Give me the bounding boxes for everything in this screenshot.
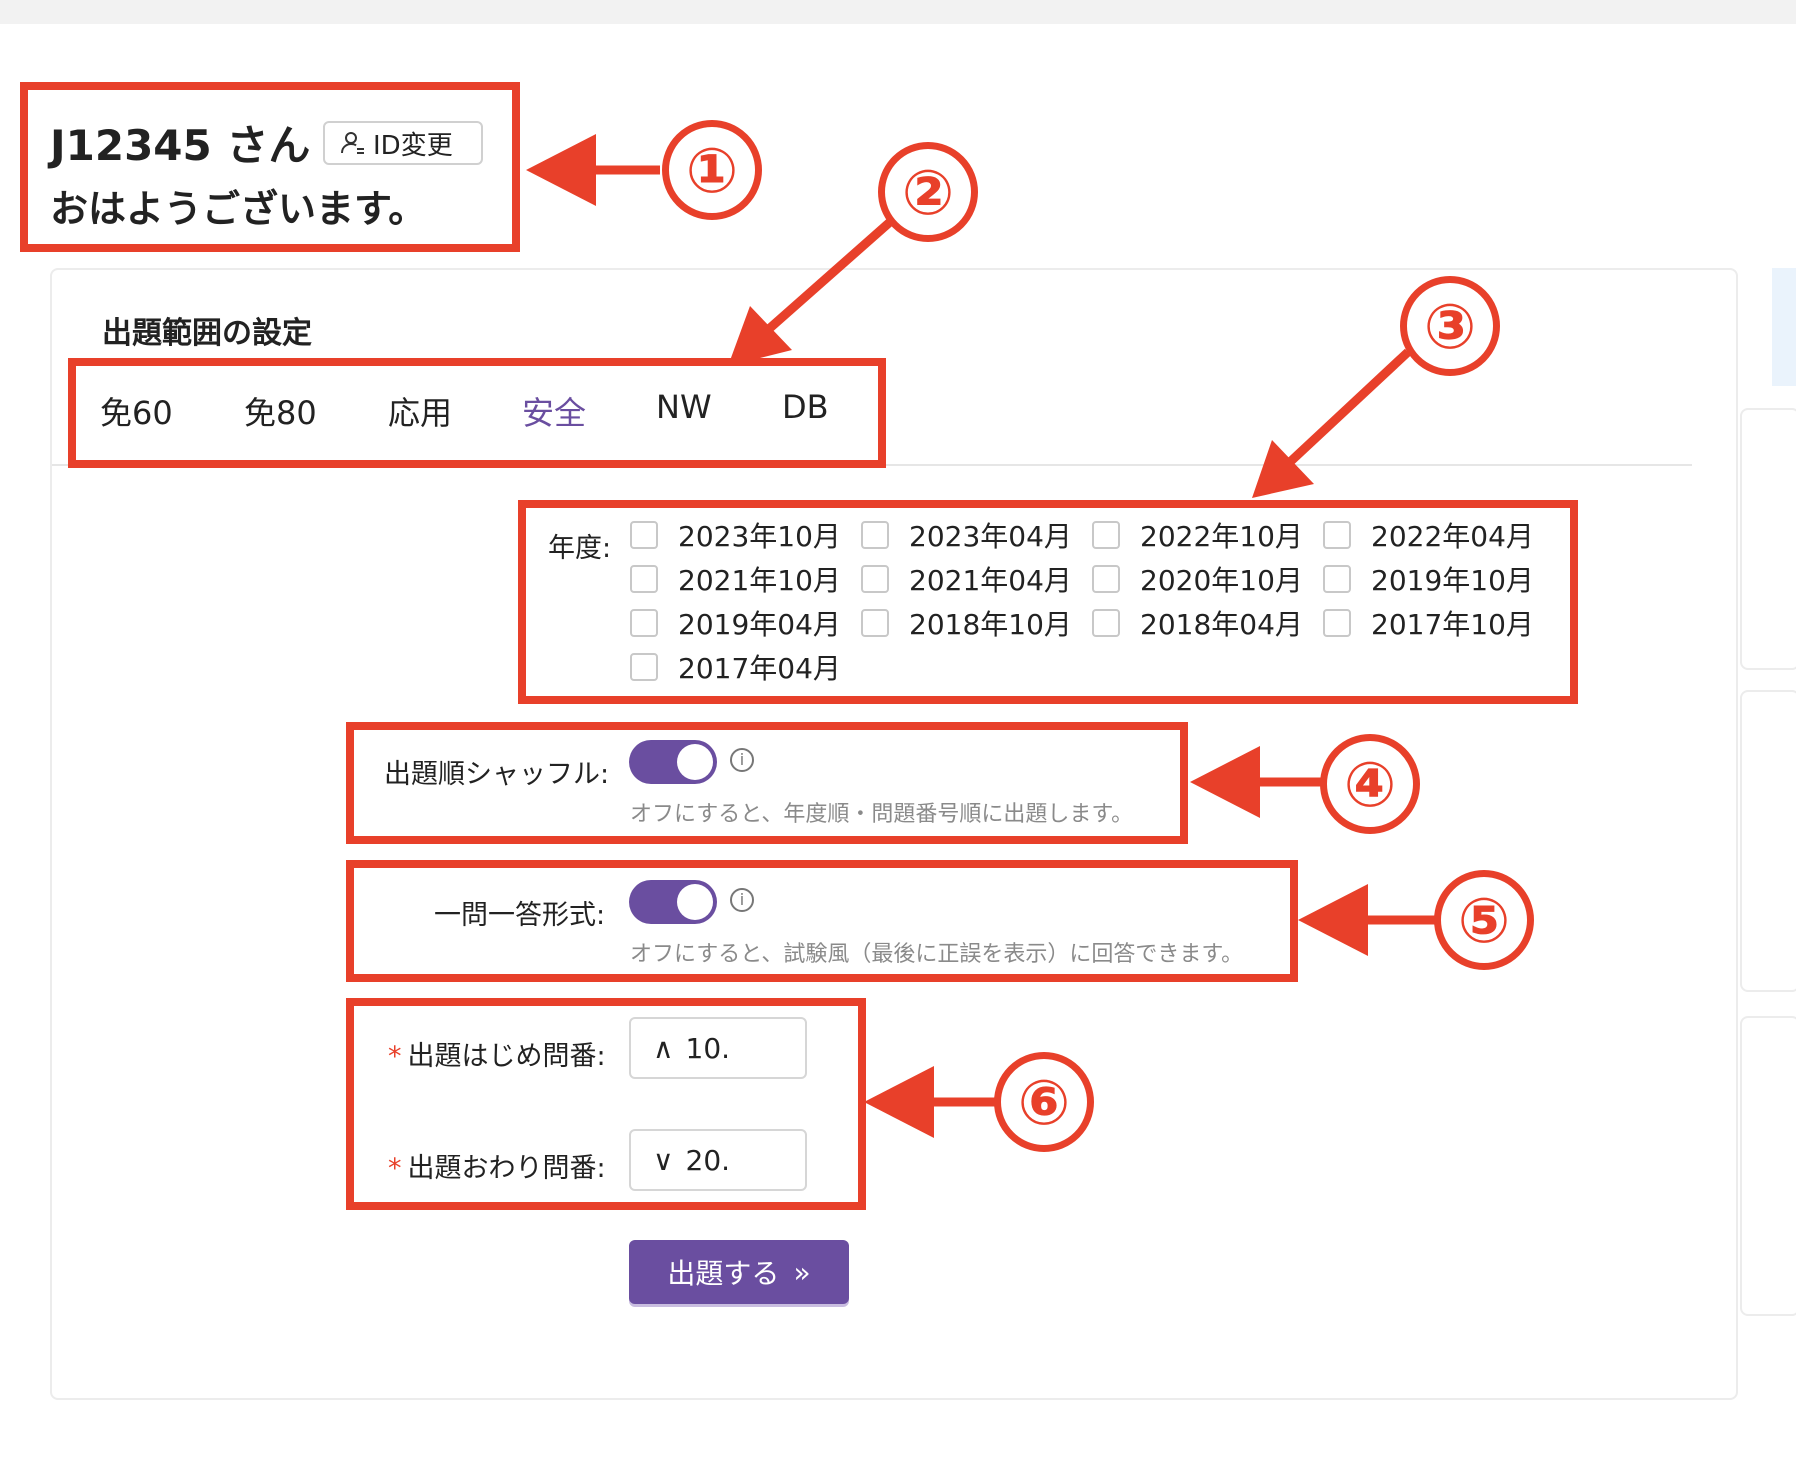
annotation-number-3: ③ [1400, 276, 1500, 376]
annotation-box-4 [346, 722, 1188, 844]
year-checkbox[interactable]: 2022年04月 [1323, 515, 1534, 555]
one-by-one-info-icon[interactable]: i [730, 888, 754, 912]
tab-nw[interactable]: NW [656, 388, 712, 426]
year-text: 2022年04月 [1371, 520, 1534, 553]
year-text: 2023年04月 [909, 520, 1072, 553]
shuffle-help: オフにすると、年度順・問題番号順に出題します。 [630, 802, 1134, 827]
checkbox[interactable] [861, 609, 889, 637]
start-number-label: *出題はじめ問番: [388, 1034, 606, 1073]
top-bar [0, 0, 1796, 24]
year-text: 2021年10月 [678, 564, 841, 597]
settings-card [50, 268, 1738, 1400]
chevron-down-icon[interactable]: ∨ [653, 1143, 674, 1177]
end-number-value: 20. [685, 1143, 731, 1177]
year-text: 2018年04月 [1140, 608, 1303, 641]
checkbox[interactable] [630, 521, 658, 549]
annotation-box-1 [20, 82, 520, 252]
side-card-1 [1740, 408, 1796, 670]
year-text: 2020年10月 [1140, 564, 1303, 597]
side-card-2 [1740, 690, 1796, 992]
end-number-label: *出題おわり問番: [388, 1146, 606, 1185]
required-mark: * [388, 1153, 402, 1184]
shuffle-label: 出題順シャッフル: [384, 759, 610, 790]
end-number-label-text: 出題おわり問番: [407, 1153, 606, 1184]
tab-oyo[interactable]: 応用 [388, 394, 453, 432]
double-chevron-right-icon: » [793, 1255, 811, 1289]
year-checkbox[interactable]: 2017年10月 [1323, 603, 1534, 643]
greeting-message: おはようございます。 [50, 187, 427, 231]
checkbox[interactable] [630, 653, 658, 681]
checkbox[interactable] [630, 609, 658, 637]
shuffle-info-icon[interactable]: i [730, 748, 754, 772]
checkbox[interactable] [861, 521, 889, 549]
start-number-value: 10. [685, 1031, 731, 1065]
toggle-knob [677, 744, 713, 780]
year-text: 2019年10月 [1371, 564, 1534, 597]
tab-menjo80[interactable]: 免80 [244, 394, 317, 432]
tab-menjo60[interactable]: 免60 [100, 394, 173, 432]
annotation-number-4: ④ [1320, 734, 1420, 834]
shuffle-toggle[interactable] [629, 740, 717, 784]
annotation-box-6 [346, 998, 866, 1210]
year-text: 2017年10月 [1371, 608, 1534, 641]
user-name: J12345 さん [50, 121, 311, 170]
one-by-one-toggle[interactable] [629, 880, 717, 924]
toggle-knob [677, 884, 713, 920]
side-panel-top [1772, 268, 1796, 386]
tab-anzen[interactable]: 安全 [522, 394, 587, 432]
tab-db[interactable]: DB [782, 388, 829, 426]
year-checkbox[interactable]: 2018年04月 [1092, 603, 1303, 643]
one-by-one-help: オフにすると、試験風（最後に正誤を表示）に回答できます。 [630, 942, 1244, 967]
id-change-label: ID変更 [373, 130, 453, 161]
end-number-input[interactable]: ∨ 20. [629, 1129, 807, 1191]
year-text: 2022年10月 [1140, 520, 1303, 553]
year-checkbox[interactable]: 2023年04月 [861, 515, 1072, 555]
settings-title: 出題範囲の設定 [102, 316, 312, 351]
required-mark: * [388, 1041, 402, 1072]
year-checkbox[interactable]: 2021年04月 [861, 559, 1072, 599]
year-checkbox[interactable]: 2021年10月 [630, 559, 841, 599]
side-card-3 [1740, 1016, 1796, 1316]
chevron-up-icon[interactable]: ∧ [653, 1031, 674, 1065]
year-text: 2017年04月 [678, 652, 841, 685]
annotation-number-6: ⑥ [994, 1052, 1094, 1152]
checkbox[interactable] [1092, 609, 1120, 637]
start-number-label-text: 出題はじめ問番: [407, 1041, 606, 1072]
annotation-box-3 [518, 500, 1578, 704]
annotation-number-5: ⑤ [1434, 870, 1534, 970]
checkbox[interactable] [1092, 565, 1120, 593]
checkbox[interactable] [1323, 565, 1351, 593]
year-text: 2019年04月 [678, 608, 841, 641]
start-number-input[interactable]: ∧ 10. [629, 1017, 807, 1079]
year-checkbox[interactable]: 2020年10月 [1092, 559, 1303, 599]
year-label: 年度: [548, 533, 612, 564]
year-checkbox[interactable]: 2019年04月 [630, 603, 841, 643]
annotation-box-2 [68, 358, 886, 468]
annotation-number-2: ② [878, 142, 978, 242]
annotation-number-1: ① [662, 120, 762, 220]
id-change-button[interactable]: ID変更 [323, 121, 483, 165]
year-checkbox[interactable]: 2018年10月 [861, 603, 1072, 643]
year-text: 2018年10月 [909, 608, 1072, 641]
user-edit-icon [341, 132, 364, 154]
year-checkbox[interactable]: 2023年10月 [630, 515, 841, 555]
checkbox[interactable] [1323, 521, 1351, 549]
checkbox[interactable] [861, 565, 889, 593]
one-by-one-label: 一問一答形式: [434, 900, 606, 931]
checkbox[interactable] [1092, 521, 1120, 549]
year-checkbox[interactable]: 2017年04月 [630, 647, 841, 687]
checkbox[interactable] [1323, 609, 1351, 637]
year-checkbox[interactable]: 2022年10月 [1092, 515, 1303, 555]
annotation-box-5 [346, 860, 1298, 982]
checkbox[interactable] [630, 565, 658, 593]
year-text: 2021年04月 [909, 564, 1072, 597]
submit-label: 出題する [667, 1257, 780, 1290]
year-text: 2023年10月 [678, 520, 841, 553]
year-checkbox[interactable]: 2019年10月 [1323, 559, 1534, 599]
submit-button[interactable]: 出題する » [629, 1240, 849, 1304]
